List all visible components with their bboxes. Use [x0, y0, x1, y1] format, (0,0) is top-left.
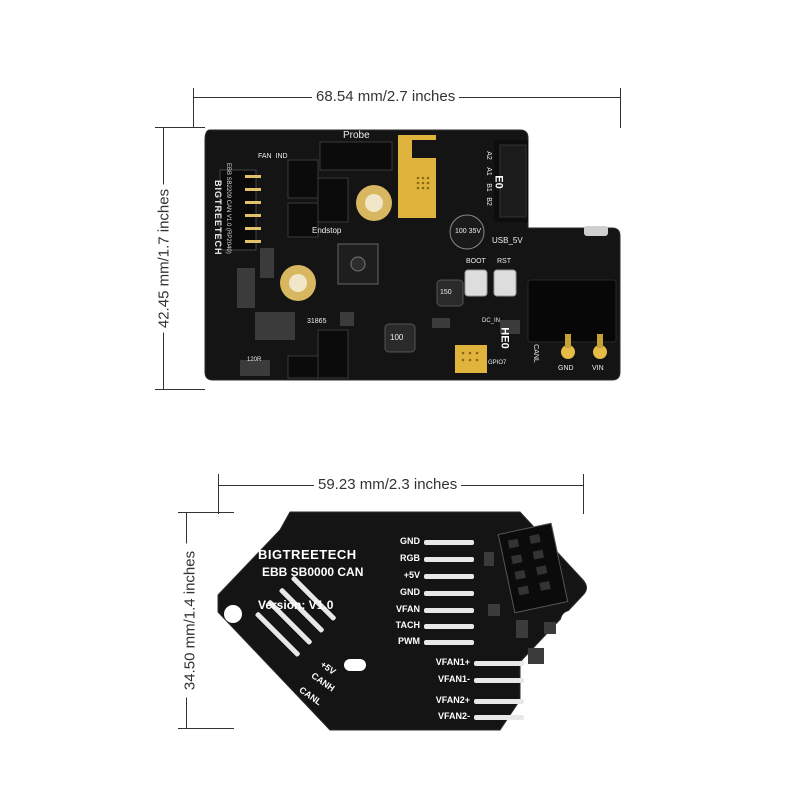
top-cap-text: 100 35V [454, 228, 482, 235]
header-pin-label-gnd: GND [400, 536, 420, 546]
bottom-width-label: 59.23 mm/2.3 inches [314, 476, 462, 493]
top-inductor-150: 150 [440, 289, 452, 296]
top-probe-label: Probe [343, 130, 370, 141]
bottom-width-ext-left [218, 474, 219, 514]
top-boot-label: BOOT [466, 258, 486, 265]
top-gnd-label: GND [558, 365, 574, 372]
top-width-ext-left [193, 88, 194, 128]
top-rst-label: RST [497, 258, 511, 265]
bottom-model: EBB SB0000 CAN [262, 565, 364, 579]
header-pin-label-pwm: PWM [398, 636, 420, 646]
bottom-width-ext-right [583, 474, 584, 514]
top-31865-label: 31865 [307, 318, 327, 325]
fan-pin-label-vfan2p: VFAN2+ [435, 695, 470, 705]
top-gpio7-label: GPIO7 [488, 360, 507, 366]
bottom-height-ext-top [178, 512, 234, 513]
fan-pin-label-vfan2n: VFAN2- [437, 711, 470, 721]
header-pin-label-gnd2: GND [400, 587, 420, 597]
bottom-brand: BIGTREETECH [258, 547, 357, 562]
top-vin-label: VIN [592, 365, 604, 372]
top-usb-5v-label: USB_5V [492, 236, 523, 245]
top-width-label: 68.54 mm/2.7 inches [312, 88, 460, 105]
top-120r-label: 120R [247, 357, 262, 363]
top-fan-ind-label: FAN IND [258, 153, 288, 160]
bottom-height-ext-bottom [178, 728, 234, 729]
fan-pin-label-vfan1n: VFAN1- [437, 674, 470, 684]
bottom-version: Version: V1.0 [258, 598, 334, 612]
fan-pin-label-vfan1p: VFAN1+ [435, 657, 470, 667]
top-width-ext-right [620, 88, 621, 128]
top-endstop-label: Endstop [312, 226, 342, 235]
top-dc-in-label: DC_IN [482, 318, 501, 324]
top-height-ext-bottom [155, 389, 205, 390]
top-height-ext-top [155, 127, 205, 128]
top-inductor-100: 100 [390, 333, 404, 342]
header-pin-label-vfan: VFAN [395, 604, 420, 614]
header-pin-label-tach: TACH [395, 620, 420, 630]
header-pin-label-5v: +5V [403, 570, 420, 580]
header-pin-label-rgb: RGB [400, 553, 420, 563]
